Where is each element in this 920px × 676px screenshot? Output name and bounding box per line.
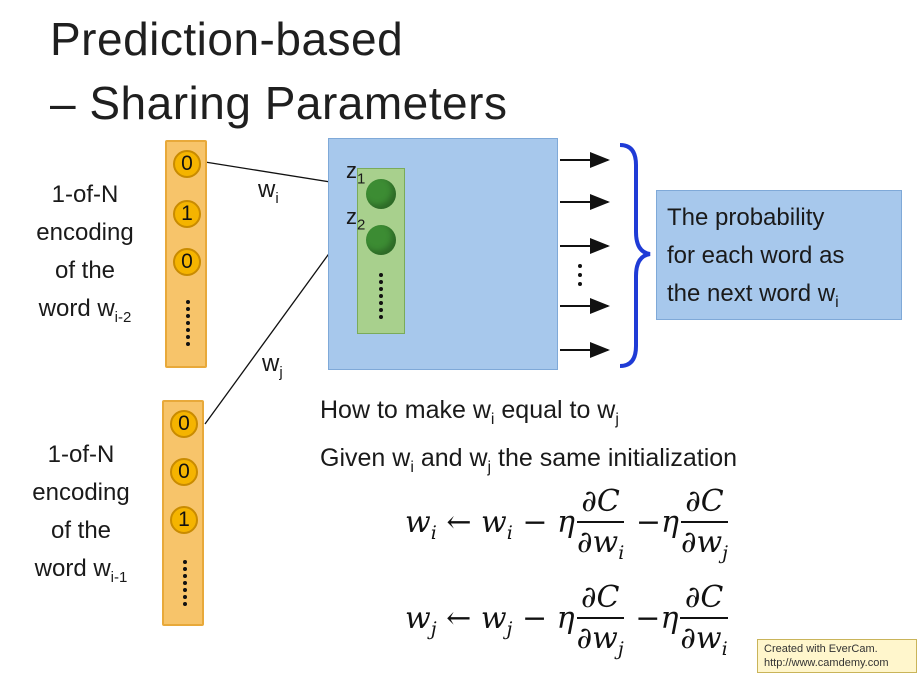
output-ellipsis-dot: [578, 282, 582, 286]
bit-circle: 0: [170, 458, 198, 486]
weight-label-wi: wi: [258, 176, 279, 207]
output-probability-box: The probability for each word as the nex…: [656, 190, 902, 320]
question-text: How to make wi equal to wj: [320, 396, 619, 428]
bit-circle: 1: [170, 506, 198, 534]
bit-circle: 1: [173, 200, 201, 228]
output-ellipsis-dot: [578, 264, 582, 268]
weight-label-wj: wj: [262, 350, 283, 381]
z2-label: z2: [346, 204, 366, 234]
input-vector-top: 0 1 0: [165, 140, 207, 368]
curly-brace: [619, 143, 651, 368]
vector-ellipsis: [183, 560, 187, 609]
given-text: Given wi and wj the same initialization: [320, 444, 738, 476]
hidden-layer: [357, 168, 405, 334]
z1-label: z1: [346, 158, 366, 188]
update-equation-wi: wi ← wi − η∂C∂wi −η∂C∂wj: [405, 484, 729, 564]
slide-title-line2: – Sharing Parameters: [50, 77, 508, 129]
neuron-z2: [366, 225, 396, 255]
bit-circle: 0: [173, 248, 201, 276]
neuron-z1: [366, 179, 396, 209]
output-ellipsis-dot: [578, 273, 582, 277]
hidden-ellipsis: [379, 273, 383, 322]
input-bottom-label: 1-of-N encoding of the word wi-1: [32, 441, 130, 586]
slide-title-line1: Prediction-based: [50, 13, 404, 65]
input-top-label: 1-of-N encoding of the word wi-2: [36, 181, 134, 326]
update-equation-wj: wj ← wj − η∂C∂wj −η∂C∂wi: [405, 580, 728, 660]
bit-circle: 0: [173, 150, 201, 178]
vector-ellipsis: [186, 300, 190, 349]
evercam-watermark: Created with EverCam. http://www.camdemy…: [757, 639, 917, 673]
input-vector-bottom: 0 0 1: [162, 400, 204, 626]
bit-circle: 0: [170, 410, 198, 438]
